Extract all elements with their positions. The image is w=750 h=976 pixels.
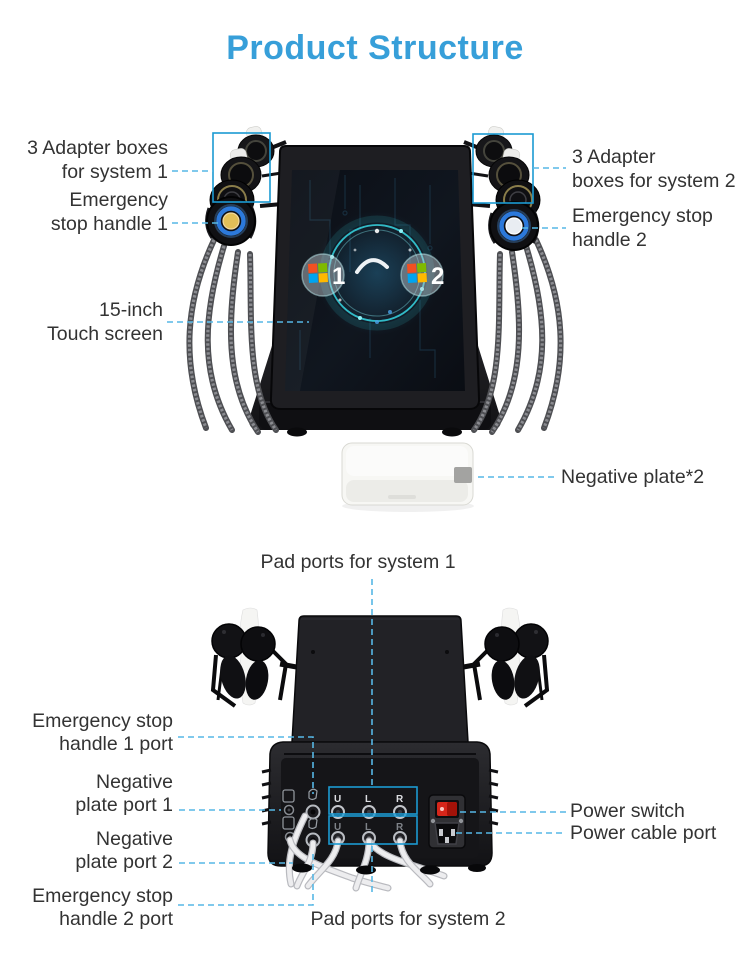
rear-foot — [292, 863, 312, 873]
port-label-r1: R — [396, 794, 404, 805]
power-cable-port[interactable] — [434, 822, 460, 845]
label-touch-screen: 15-inch Touch screen — [47, 299, 163, 345]
label-power-cable-port: Power cable port — [570, 822, 717, 844]
emergency-stop-handle-1 — [205, 196, 257, 246]
label-pad-ports-2: Pad ports for system 2 — [310, 908, 506, 930]
label-adapter-boxes-2: 3 Adapter boxes for system 2 — [572, 146, 736, 192]
emergency-stop-port-1[interactable] — [305, 788, 321, 820]
pad-ports-highlight-1 — [328, 786, 418, 815]
badge-number: 2 — [431, 263, 444, 290]
machine-front-view: 1 2 — [186, 126, 560, 437]
label-adapter-boxes-1: 3 Adapter boxes for system 1 — [27, 137, 168, 183]
stop-button — [222, 212, 240, 230]
screen-glow — [315, 211, 439, 335]
pad-port-r1[interactable] — [393, 805, 407, 819]
callout-overlay — [167, 132, 566, 906]
foot-right — [442, 427, 462, 437]
label-power-switch: Power switch — [570, 800, 685, 822]
badge-number: 1 — [332, 263, 345, 290]
windows-logo-icon — [308, 263, 328, 283]
leader-estop-port-1 — [178, 736, 314, 794]
pad-port-l1[interactable] — [362, 805, 376, 819]
pad-ports-highlight-2 — [328, 815, 418, 845]
port-label-u1: U — [334, 794, 341, 805]
emergency-stop-handle-2 — [488, 201, 540, 251]
rear-foot — [356, 865, 376, 875]
port-label-u2: U — [334, 822, 341, 833]
label-negative-plate: Negative plate*2 — [561, 466, 705, 488]
label-negative-port-2: Negative plate port 2 — [75, 828, 173, 873]
port-label-r2: R — [396, 822, 404, 833]
label-negative-port-1: Negative plate port 1 — [75, 771, 173, 816]
pad-port-u1[interactable] — [331, 805, 345, 819]
gauge-arc — [355, 258, 389, 274]
plate-icon — [282, 816, 295, 830]
foot-left — [287, 427, 307, 437]
machine-rear-view: U L R U L R — [210, 607, 548, 892]
hand-icon — [308, 817, 318, 830]
port-label-l2: L — [365, 822, 371, 833]
label-estop-port-1: Emergency stop handle 1 port — [32, 710, 173, 755]
handle-pair-right — [458, 608, 548, 706]
power-module — [428, 794, 466, 849]
windows-logo-icon — [407, 263, 427, 283]
vent-ribs-right — [488, 768, 499, 826]
negative-plate — [341, 442, 474, 512]
system2-badge[interactable]: 2 — [400, 253, 444, 297]
plate-icon — [282, 789, 295, 803]
power-switch[interactable] — [435, 800, 459, 818]
stop-button — [505, 217, 523, 235]
screen-back-panel — [291, 615, 469, 743]
cable-bundle — [186, 237, 279, 435]
hand-icon — [308, 788, 318, 801]
label-pad-ports-1: Pad ports for system 1 — [260, 551, 456, 573]
rear-foot — [420, 865, 440, 875]
page-title: Product Structure — [226, 29, 524, 67]
negative-plate-port-1[interactable] — [282, 789, 295, 816]
label-emergency-stop-1: Emergency stop handle 1 — [50, 189, 168, 235]
system1-badge[interactable]: 1 — [301, 253, 345, 297]
handle-pair-left — [210, 607, 303, 708]
leader-estop-port-2 — [178, 851, 314, 906]
screen-sparkles — [338, 228, 412, 324]
plate-connector-tab — [454, 467, 472, 483]
label-estop-port-2: Emergency stop handle 2 port — [32, 885, 173, 930]
pad-ports-row-1: U L R — [331, 794, 407, 819]
port-label-l1: L — [365, 794, 371, 805]
rear-foot — [468, 864, 486, 872]
adapter-boxes-highlight-1 — [212, 132, 271, 203]
label-emergency-stop-2: Emergency stop handle 2 — [572, 205, 713, 251]
